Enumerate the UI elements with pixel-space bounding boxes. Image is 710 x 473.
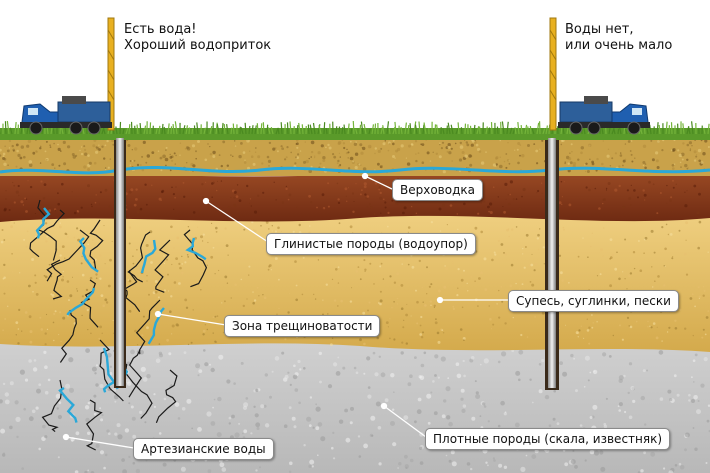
fracture-cracks xyxy=(29,199,208,451)
label-sandy-loam: Супесь, суглинки, пески xyxy=(508,290,679,312)
label-fracture-zone: Зона трещиноватости xyxy=(224,315,381,337)
leader-lines xyxy=(62,172,508,449)
clay-texture xyxy=(3,178,701,215)
grass-strip xyxy=(0,128,710,140)
dense-rock-layer xyxy=(0,330,710,473)
right-drilling-truck xyxy=(549,17,650,135)
right-borehole-pipe xyxy=(548,138,556,388)
label-clay-rocks: Глинистые породы (водоупор) xyxy=(266,233,476,255)
left-drilling-truck xyxy=(20,17,115,135)
left-caption: Есть вода! Хороший водоприток xyxy=(124,22,272,53)
clay-layer xyxy=(0,172,710,222)
label-artesian-water: Артезианские воды xyxy=(133,438,274,460)
left-borehole-pipe xyxy=(116,138,124,386)
label-perched-water: Верховодка xyxy=(392,179,483,201)
right-caption: Воды нет, или очень мало xyxy=(565,22,673,53)
grass-blades xyxy=(0,120,710,135)
label-dense-rocks: Плотные породы (скала, известняк) xyxy=(425,428,671,450)
perched-water-line xyxy=(0,165,710,175)
